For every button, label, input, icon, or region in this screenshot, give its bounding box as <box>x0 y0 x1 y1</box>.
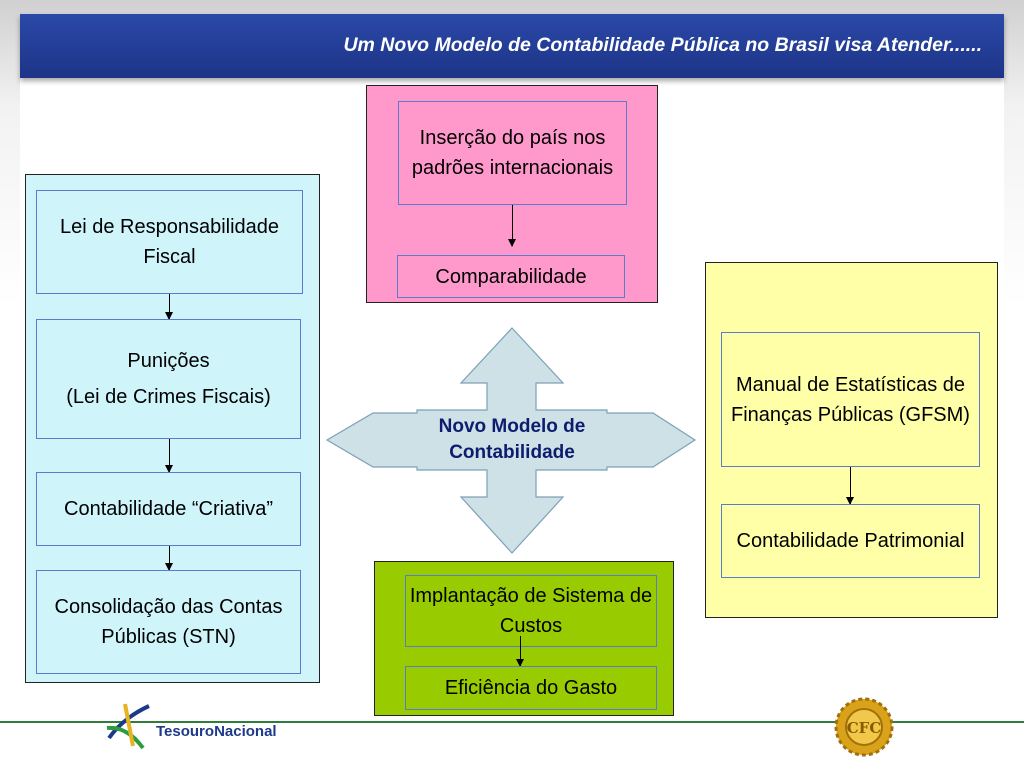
right-box-patrimonial: Contabilidade Patrimonial <box>721 504 980 578</box>
left-box-lrf-text: Lei de Responsabilidade Fiscal <box>59 216 280 268</box>
right-box-gfsm-text: Manual de Estatísticas de Finanças Públi… <box>731 373 970 426</box>
four-way-arrow <box>325 327 697 554</box>
left-box-punicoes-subtitle: (Lei de Crimes Fiscais) <box>66 386 271 408</box>
left-box-consolidacao-text: Consolidação das Contas Públicas (STN) <box>54 596 283 648</box>
tesouro-logo-word2: Nacional <box>214 723 277 740</box>
left-arrow-3 <box>165 546 173 571</box>
left-box-consolidacao: Consolidação das Contas Públicas (STN) <box>36 570 301 674</box>
tesouro-logo-word1: Tesouro <box>156 723 215 740</box>
left-box-criativa-text: Contabilidade “Criativa” <box>64 498 273 520</box>
right-box-gfsm: Manual de Estatísticas de Finanças Públi… <box>721 332 980 467</box>
left-box-lrf: Lei de Responsabilidade Fiscal <box>36 190 303 294</box>
slide-title: Um Novo Modelo de Contabilidade Pública … <box>343 34 982 56</box>
tesouro-nacional-logo-text: TesouroNacional <box>156 723 277 740</box>
left-arrow-2 <box>165 439 173 473</box>
top-box-insercao: Inserção do país nos padrões internacion… <box>398 101 627 205</box>
left-box-punicoes-title: Punições <box>127 350 210 372</box>
title-bar: Um Novo Modelo de Contabilidade Pública … <box>20 14 1004 78</box>
top-box-comparabilidade: Comparabilidade <box>397 255 625 298</box>
bottom-box-custos-text: Implantação de Sistema de Custos <box>409 585 653 637</box>
left-box-contabilidade-criativa: Contabilidade “Criativa” <box>36 472 301 546</box>
cfc-logo-text: CFC <box>847 719 882 737</box>
left-box-punicoes: Punições (Lei de Crimes Fiscais) <box>36 319 301 439</box>
bottom-box-eficiencia-text: Eficiência do Gasto <box>444 677 618 699</box>
bottom-box-eficiencia: Eficiência do Gasto <box>405 666 657 710</box>
center-label: Novo Modelo de Contabilidade <box>438 416 586 463</box>
right-arrow <box>846 467 854 505</box>
right-box-patrimonial-text: Contabilidade Patrimonial <box>736 530 965 552</box>
tesouro-nacional-logo-icon <box>106 703 150 750</box>
top-box-insercao-text: Inserção do país nos padrões internacion… <box>411 127 614 179</box>
four-way-arrow-shape <box>325 327 697 554</box>
left-arrow-1 <box>165 294 173 320</box>
cfc-logo-icon: CFC <box>834 697 894 757</box>
footer-line <box>0 721 1024 723</box>
bottom-arrow <box>516 636 524 667</box>
top-arrow <box>508 205 516 247</box>
top-box-comparabilidade-text: Comparabilidade <box>435 265 587 288</box>
bottom-box-custos: Implantação de Sistema de Custos <box>405 575 657 647</box>
